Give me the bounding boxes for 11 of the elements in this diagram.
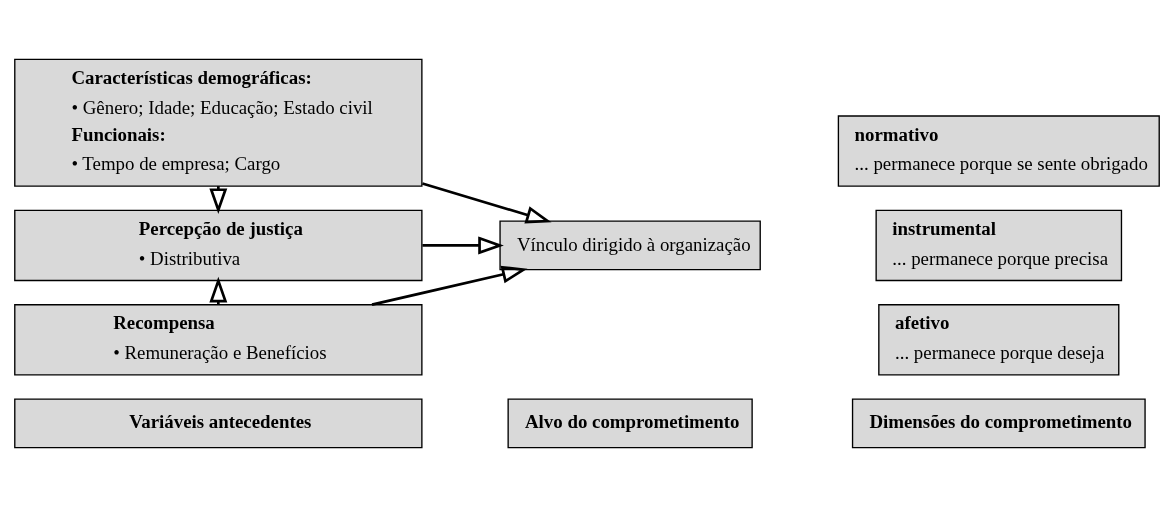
node-box: Vínculo dirigido à organização bbox=[499, 219, 761, 270]
arrow bbox=[422, 235, 504, 254]
node-box: Recompensa • Remuneração e Benefícios bbox=[14, 303, 423, 375]
node-box: Alvo do comprometimento bbox=[507, 397, 753, 448]
node-box: afetivo ... permanece porque deseja bbox=[878, 303, 1120, 375]
node-box: Variáveis antecedentes bbox=[14, 397, 423, 448]
node-box: Dimensões do comprometimento bbox=[851, 397, 1146, 448]
node-box: normativo ... permanece porque se sente obrigado bbox=[837, 114, 1160, 187]
arrow bbox=[422, 181, 552, 223]
node-box: instrumental ... permanece porque precisa bbox=[875, 209, 1123, 281]
node-box: Percepção de justiça • Distributiva bbox=[14, 209, 423, 281]
